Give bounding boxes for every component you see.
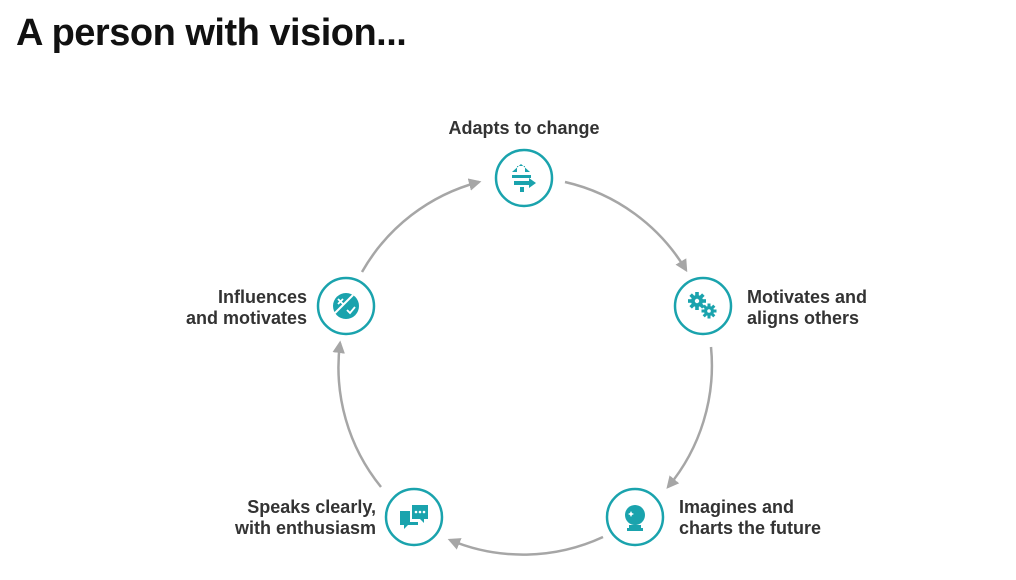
node-label-influences: Influences and motivates [185,287,307,328]
node-label-motivates: Motivates and aligns others [747,287,868,328]
arrow-influences-to-adapts [360,178,482,273]
page-title: A person with vision... [16,12,407,54]
node-label-adapts: Adapts to change [448,118,600,138]
gears-icon [688,292,717,319]
node-label-imagines: Imagines and charts the future [679,497,822,538]
arrow-motivates-to-imagines [666,346,714,489]
chat-bubbles-icon [400,505,428,529]
node-speaks [384,487,444,547]
arrow-imagines-to-speaks [447,535,604,556]
arrow-adapts-to-motivates [564,180,688,273]
node-imagines [605,487,665,547]
crystal-ball-icon [625,505,645,531]
influence-check-icon [333,293,359,319]
node-motivates [673,276,733,336]
arrows-direction-icon [512,164,536,192]
node-influences [316,276,376,336]
arrow-speaks-to-influences [332,340,382,488]
node-adapts [494,148,554,208]
node-label-speaks: Speaks clearly, with enthusiasm [234,497,376,538]
